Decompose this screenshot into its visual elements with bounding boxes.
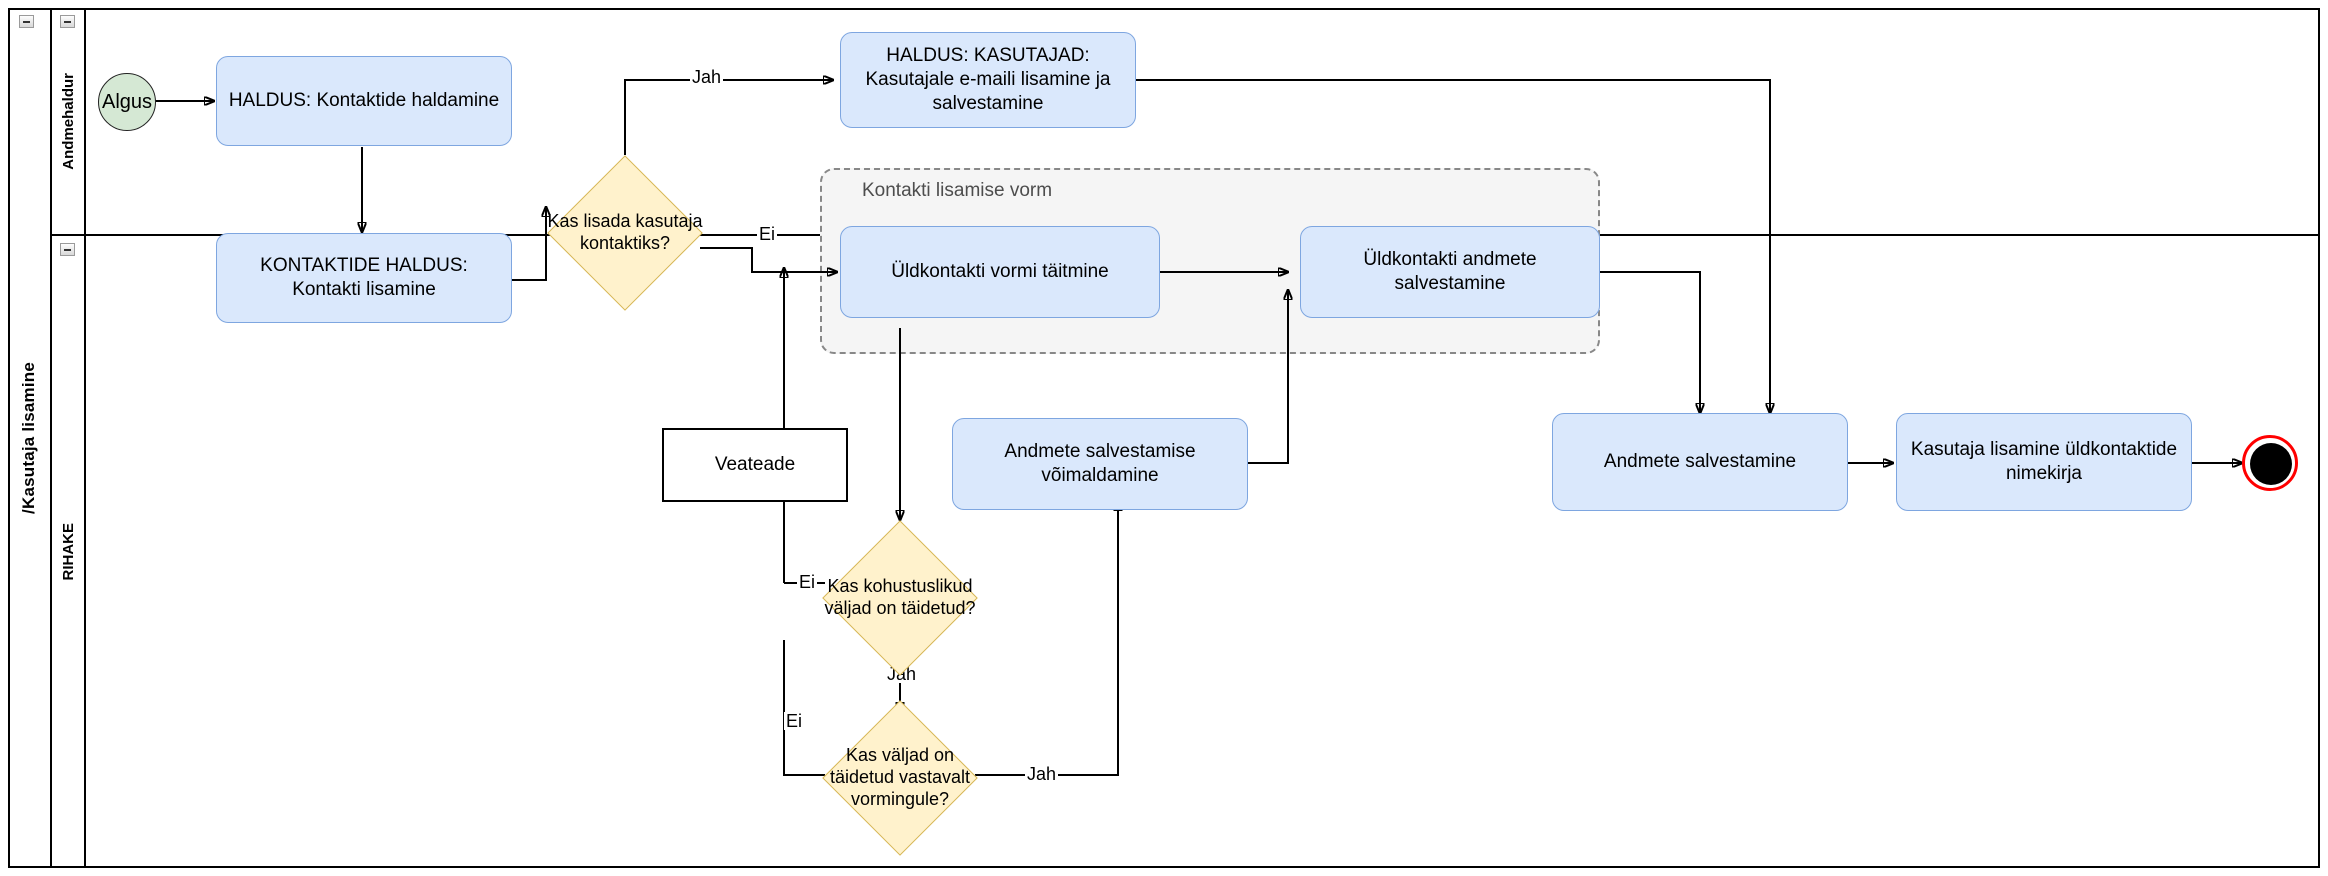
pool-collapse-icon[interactable] (19, 15, 34, 28)
gateway-kas-lisada-kasutaja-kontaktiks-label: Kas lisada kasutaja kontaktiks? (547, 211, 703, 253)
task-kasutaja-lisamine-nimekirja-label: Kasutaja lisamine üldkontaktide nimekirj… (1910, 438, 2178, 484)
task-kontaktide-haldus-kontakti-lisamine-label: KONTAKTIDE HALDUS: Kontakti lisamine (260, 254, 468, 300)
task-uldkontakti-vormi-taitmine-label: Üldkontakti vormi täitmine (891, 260, 1109, 282)
lane-andmehaldur-header: Andmehaldur (52, 8, 86, 234)
pool-label-text: /Kasutaja lisamine (19, 362, 38, 514)
start-event-algus[interactable]: Algus (98, 73, 156, 131)
task-haldus-kontaktide-haldamine-label: HALDUS: Kontaktide haldamine (228, 89, 500, 111)
end-event-inner (2250, 443, 2292, 485)
start-event-label: Algus (101, 90, 153, 113)
task-andmete-salvestamise-voimaldamine-label: Andmete salvestamise võimaldamine (1004, 440, 1196, 486)
task-kontaktide-haldus-kontakti-lisamine[interactable]: KONTAKTIDE HALDUS: Kontakti lisamine (216, 233, 512, 323)
task-haldus-kontaktide-haldamine[interactable]: HALDUS: Kontaktide haldamine (216, 56, 512, 146)
gateway-kas-kohustuslikud-valjad-taidetud-label: Kas kohustuslikud väljad on täidetud? (824, 576, 976, 618)
gateway-kas-valjad-taidetud-vastavalt-vormingule[interactable]: Kas väljad on täidetud vastavalt vorming… (822, 700, 978, 856)
edge-label-ei-kohustuslikud: Ei (797, 572, 818, 592)
lane-rihake-collapse-icon[interactable] (60, 243, 75, 256)
gateway-kas-lisada-kasutaja-kontaktiks[interactable]: Kas lisada kasutaja kontaktiks? (547, 155, 703, 311)
subprocess-title: Kontakti lisamise vorm (862, 180, 1053, 201)
task-andmete-salvestamine-label: Andmete salvestamine (1603, 450, 1797, 472)
task-andmete-salvestamise-voimaldamine[interactable]: Andmete salvestamise võimaldamine (952, 418, 1248, 510)
edge-label-ei-vorming: Ei (784, 711, 805, 731)
lane-rihake: RIHAKE (52, 236, 2320, 868)
edge-label-jah-top: Jah (690, 67, 724, 87)
task-haldus-kasutajad-email-label: HALDUS: KASUTAJAD: Kasutajale e-maili li… (865, 44, 1111, 115)
lane-andmehaldur-collapse-icon[interactable] (60, 15, 75, 28)
task-uldkontakti-andmete-salvestamine[interactable]: Üldkontakti andmete salvestamine (1300, 226, 1600, 318)
lane-andmehaldur-label: Andmehaldur (59, 72, 77, 170)
task-uldkontakti-vormi-taitmine[interactable]: Üldkontakti vormi täitmine (840, 226, 1160, 318)
task-kasutaja-lisamine-nimekirja[interactable]: Kasutaja lisamine üldkontaktide nimekirj… (1896, 413, 2192, 511)
artifact-veateade-label: Veateade (714, 454, 796, 475)
end-event[interactable] (2242, 435, 2298, 491)
task-uldkontakti-andmete-salvestamine-label: Üldkontakti andmete salvestamine (1363, 248, 1537, 294)
edge-label-jah-vorming: Jah (1025, 764, 1059, 784)
lane-rihake-header: RIHAKE (52, 236, 86, 868)
lane-rihake-label: RIHAKE (59, 523, 77, 581)
gateway-kas-kohustuslikud-valjad-taidetud[interactable]: Kas kohustuslikud väljad on täidetud? (822, 520, 978, 676)
artifact-veateade[interactable]: Veateade (662, 428, 848, 502)
gateway-kas-valjad-taidetud-vastavalt-vormingule-label: Kas väljad on täidetud vastavalt vorming… (829, 745, 971, 809)
pool-label: /Kasutaja lisamine (8, 8, 52, 868)
task-andmete-salvestamine[interactable]: Andmete salvestamine (1552, 413, 1848, 511)
edge-label-ei-top: Ei (757, 224, 778, 244)
task-haldus-kasutajad-email[interactable]: HALDUS: KASUTAJAD: Kasutajale e-maili li… (840, 32, 1136, 128)
